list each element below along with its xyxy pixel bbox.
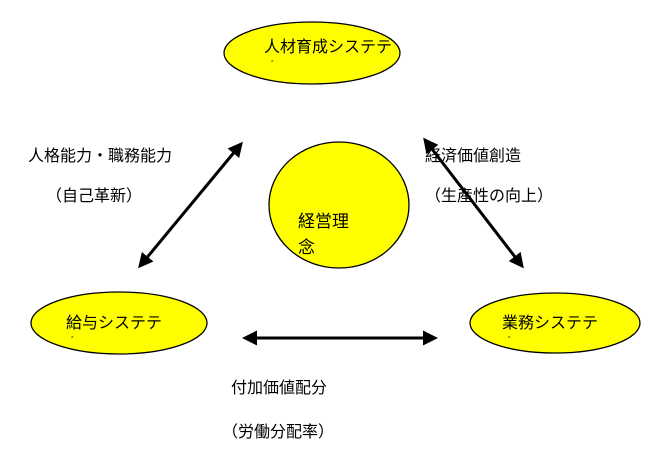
hr-system-sub-mark: ﾞ [271,61,276,71]
label-value-distribution: 付加価値配分 [231,378,328,397]
salary-system-sub-mark: ﾞ [71,337,76,347]
business-system-label: 業務システテ [502,313,599,332]
philosophy-line-1: 経営理 [298,212,349,232]
business-system-sub-mark: ﾞ [508,337,513,347]
label-labor-share: （労働分配率） [222,422,335,441]
label-self-innovation: （自己革新） [46,186,143,205]
hr-system-ellipse [223,21,401,85]
label-economic-value: 経済価値創造 [425,146,522,165]
philosophy-circle [268,141,410,269]
philosophy-label: 経営理 念 [298,209,368,261]
salary-system-label: 給与システテ [66,313,163,332]
arrow-hr-business [423,137,524,269]
salary-system-ellipse [30,291,208,355]
philosophy-line-2: 念 [298,238,315,258]
arrow-hr-salary [138,141,243,269]
label-personal-ability: 人格能力・職務能力 [28,146,173,165]
business-system-ellipse [469,292,641,354]
hr-system-label: 人材育成システテ [264,37,393,56]
label-productivity: （生産性の向上） [425,186,554,205]
